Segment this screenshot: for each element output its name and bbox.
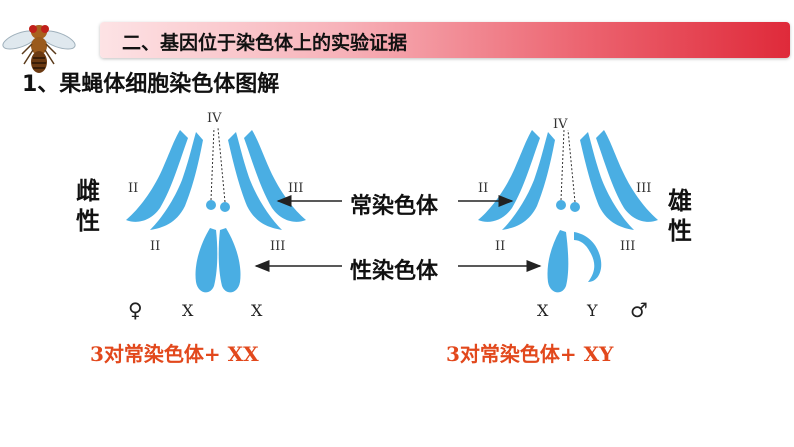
male-symbol: ♂	[630, 298, 648, 322]
female-x-letter-1: X	[182, 301, 194, 320]
banner-title: 二、基因位于染色体上的实验证据	[122, 32, 408, 54]
male-chromosome-ii-left	[478, 130, 540, 222]
female-chromosome-ii-left	[126, 130, 188, 222]
sex-chromosome-label: 性染色体	[350, 259, 439, 284]
female-chromosome-iii-left	[228, 132, 282, 230]
female-x-letter-2: X	[251, 301, 263, 320]
male-chromosome-ii-right	[502, 132, 555, 230]
section-heading: 1、果蝇体细胞染色体图解	[22, 72, 280, 97]
male-formula: 3对常染色体+ XY	[446, 342, 614, 366]
female-formula: 3对常染色体+ XX	[90, 342, 259, 366]
autosome-label: 常染色体	[350, 194, 439, 219]
female-label: 雌 性	[76, 177, 100, 235]
fruit-fly-icon	[2, 25, 76, 73]
female-chromosome-x-right	[218, 228, 241, 293]
section-banner: 二、基因位于染色体上的实验证据	[100, 22, 790, 58]
male-x-letter: X	[537, 301, 549, 320]
female-label-iii-bottom: III	[270, 239, 285, 254]
female-chromosome-set: IV II II III III X X	[126, 111, 306, 320]
male-chromosome-iii-right	[596, 130, 658, 222]
female-label-iii-top: III	[288, 181, 303, 196]
female-chromosome-x-left	[195, 228, 218, 293]
male-label-iv: IV	[553, 117, 568, 132]
female-chromosome-iv-left	[206, 200, 216, 210]
male-label-iii-bottom: III	[620, 239, 635, 254]
male-chromosome-x	[547, 230, 569, 293]
female-label-iv: IV	[207, 111, 222, 126]
male-label-ii-bottom: II	[495, 239, 505, 254]
male-chromosome-iv-right	[570, 202, 580, 212]
male-label-ii-top: II	[478, 181, 488, 196]
female-chromosome-iv-right	[220, 202, 230, 212]
female-symbol: ♀	[128, 298, 143, 322]
female-chromosome-iii-right	[244, 130, 306, 222]
male-chromosome-set: IV II II III III X Y	[478, 117, 658, 320]
female-label-ii-bottom: II	[150, 239, 160, 254]
female-chromosome-ii-right	[150, 132, 203, 230]
male-y-letter: Y	[586, 301, 598, 320]
male-label: 雄 性	[668, 187, 692, 245]
male-label-iii-top: III	[636, 181, 651, 196]
female-label-ii-top: II	[128, 181, 138, 196]
male-chromosome-iii-left	[580, 132, 634, 230]
male-chromosome-iv-left	[556, 200, 566, 210]
male-chromosome-y	[574, 232, 602, 282]
